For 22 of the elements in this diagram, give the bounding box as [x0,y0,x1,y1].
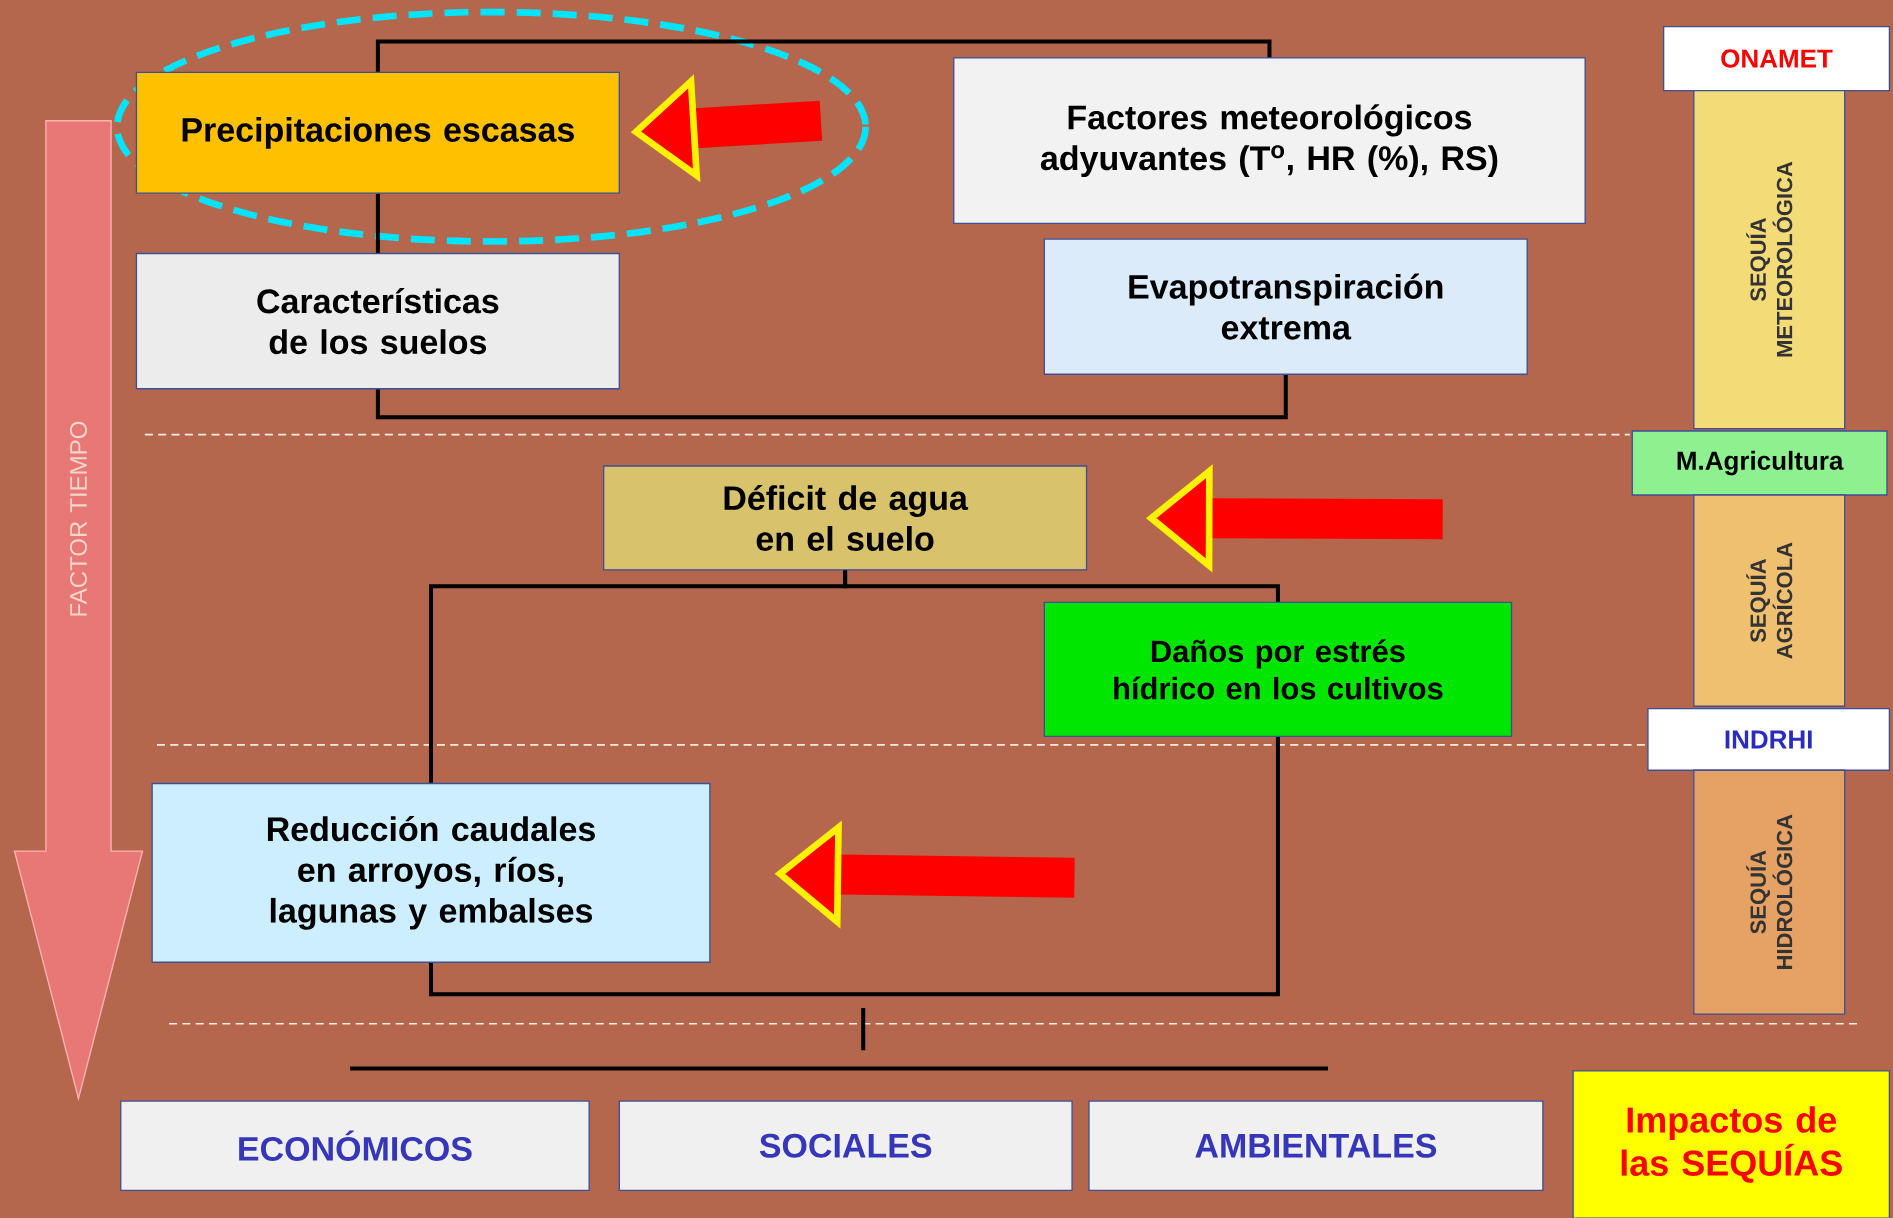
process-box: Factores meteorológicos adyuvantes (T$^{o}$, HR (%), RS) [953,57,1586,224]
phase-band: SEQUÍA AGRÍCOLA [1693,494,1846,707]
agency-box: INDRHI [1647,707,1891,771]
agency-box: M.Agricultura [1631,430,1888,496]
process-box: Déficit de agua en el suelo [603,465,1088,571]
connector-line [375,39,1272,72]
title-box: Impactos de las SEQUÍAS [1572,1070,1891,1218]
phase-band: SEQUÍA HIDROLÓGICA [1693,769,1846,1015]
process-box: Evapotranspiración extrema [1043,238,1528,375]
process-box: Características de los suelos [135,252,620,390]
process-box: Daños por estrés hídrico en los cultivos [1043,601,1513,738]
impact-box: AMBIENTALES [1088,1100,1544,1191]
impact-box: SOCIALES [618,1100,1073,1191]
agency-box: ONAMET [1663,25,1891,92]
process-box: Reducción caudales en arroyos, ríos, lagunas y embalses [151,782,711,963]
connector-line [375,374,1288,420]
connector-line [429,737,1280,997]
phase-band: SEQUÍA METEOROLÓGICA [1693,89,1846,430]
connector-line [843,570,1280,602]
impact-box: ECONÓMICOS [120,1100,590,1191]
connector-line [375,193,380,253]
process-box: Precipitaciones escasas [135,71,620,194]
